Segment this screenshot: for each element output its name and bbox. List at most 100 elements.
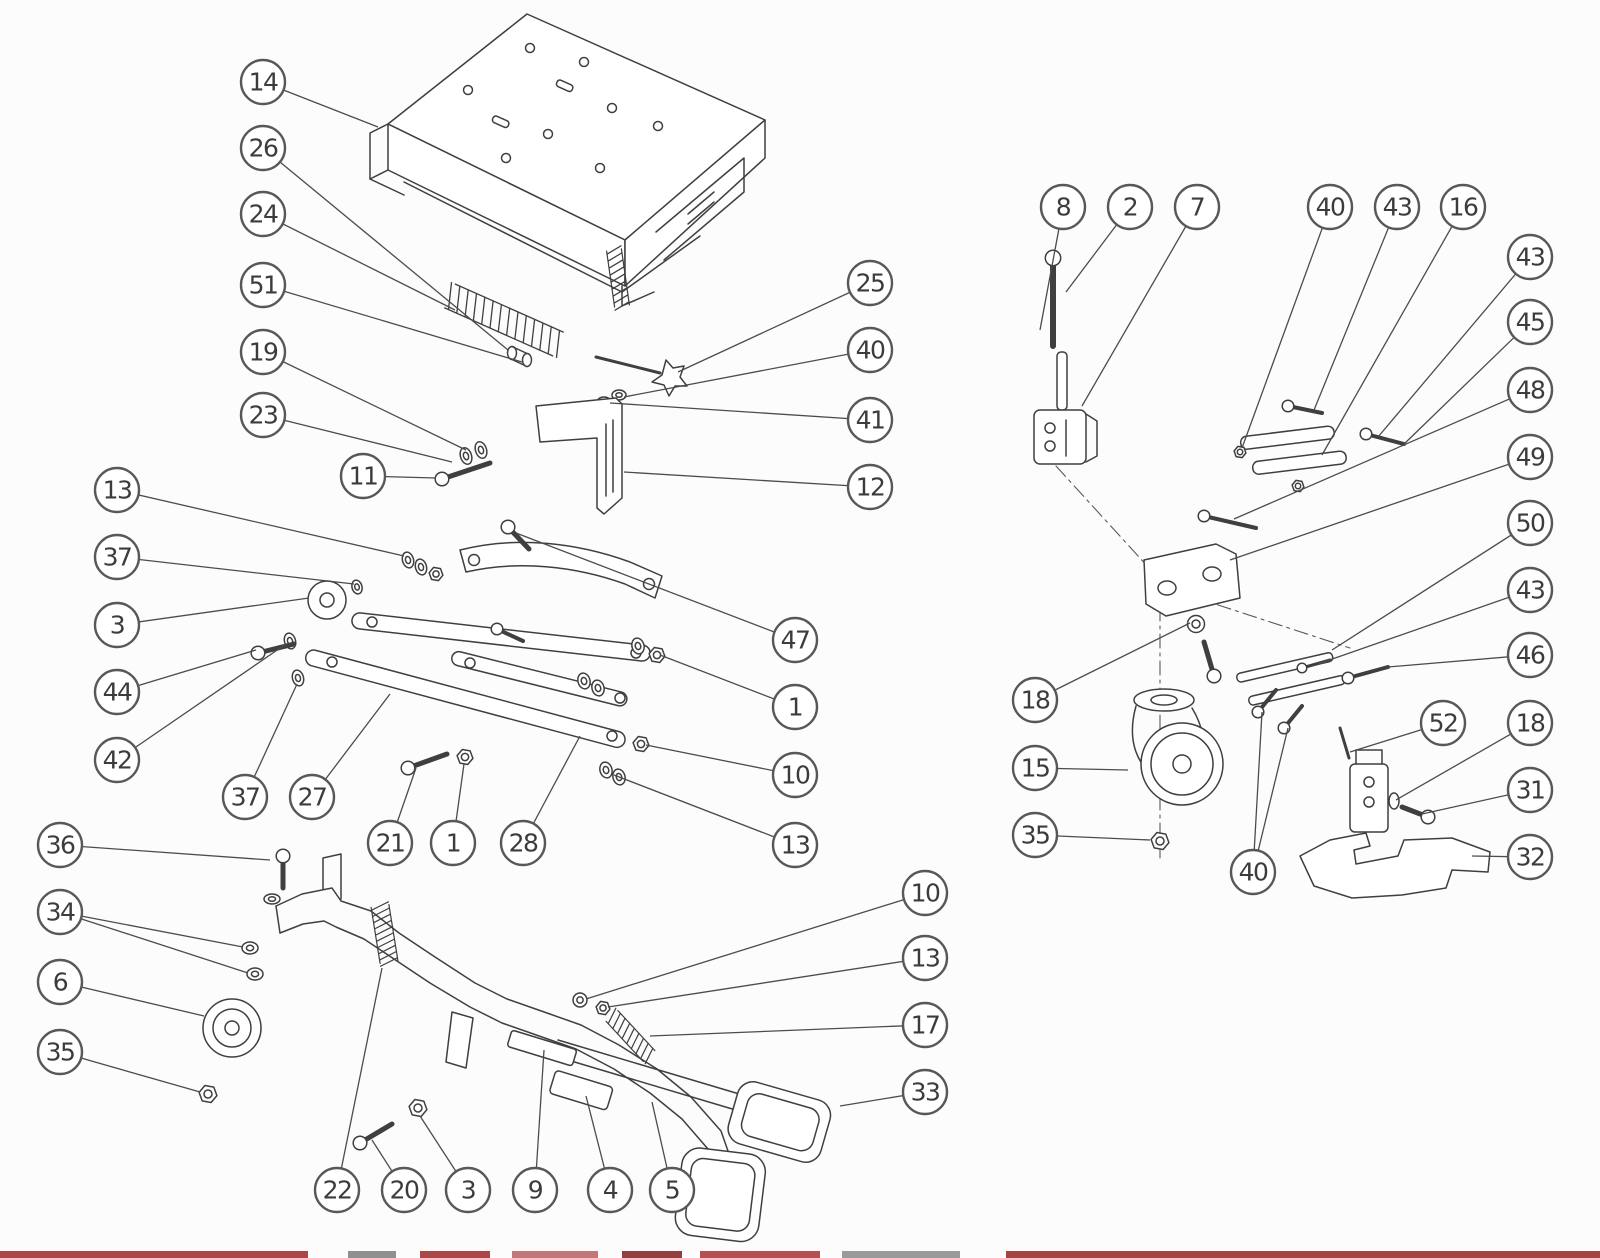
callout-balloon: 3: [444, 1166, 492, 1214]
svg-text:8: 8: [1056, 193, 1071, 222]
callout-balloon: 14: [239, 58, 287, 106]
svg-text:2: 2: [1123, 193, 1137, 222]
svg-text:42: 42: [103, 746, 132, 775]
bolt-art: [1281, 399, 1324, 415]
svg-text:4: 4: [603, 1176, 618, 1205]
nut-art: [428, 566, 444, 582]
washer-art: [599, 761, 613, 779]
callout-balloon: 37: [221, 773, 269, 821]
bolt-art: [250, 641, 297, 661]
callout-balloon: 23: [239, 391, 287, 439]
callout-balloon: 3: [93, 601, 141, 649]
leader-lines: [59, 81, 1531, 1191]
callout-balloon: 33: [901, 1068, 949, 1116]
callout-balloon: 43: [1373, 183, 1421, 231]
bolt-art: [1201, 639, 1222, 684]
callout-balloon: 12: [846, 463, 894, 511]
svg-text:20: 20: [390, 1176, 419, 1205]
bolt-art: [500, 519, 532, 552]
callout-balloon: 1: [429, 819, 477, 867]
svg-text:14: 14: [249, 68, 278, 97]
svg-text:23: 23: [249, 401, 278, 430]
nut-art: [456, 748, 474, 766]
svg-text:1: 1: [788, 693, 802, 722]
callout-balloon: 7: [1173, 183, 1221, 231]
callout-balloon: 40: [846, 326, 894, 374]
nut-art: [648, 646, 666, 664]
svg-text:36: 36: [46, 831, 75, 860]
callout-balloon: 18: [1506, 699, 1554, 747]
callout-balloon: 20: [380, 1166, 428, 1214]
svg-text:9: 9: [528, 1176, 543, 1205]
svg-text:33: 33: [911, 1078, 940, 1107]
callout-balloon: 34: [36, 888, 84, 936]
bolt-art: [1044, 249, 1062, 349]
svg-text:35: 35: [1021, 821, 1050, 850]
callout-balloon: 43: [1506, 566, 1554, 614]
callout-balloon: 52: [1419, 699, 1467, 747]
callout-balloon: 40: [1229, 848, 1277, 896]
callout-balloon: 19: [239, 328, 287, 376]
bolt-art: [1341, 665, 1390, 685]
svg-text:16: 16: [1449, 193, 1478, 222]
washer-art: [401, 551, 415, 569]
washer-art: [291, 669, 305, 687]
callout-balloon: 2: [1106, 183, 1154, 231]
callout-balloon: 37: [93, 533, 141, 581]
svg-text:17: 17: [911, 1011, 940, 1040]
washer-art: [246, 967, 264, 981]
svg-text:28: 28: [509, 829, 538, 858]
washer-art: [459, 446, 473, 466]
svg-text:26: 26: [249, 134, 278, 163]
washer-art: [572, 992, 588, 1008]
svg-text:21: 21: [376, 829, 405, 858]
bolt-art: [352, 1121, 395, 1151]
footer-color-strip: [0, 1251, 1600, 1258]
callout-balloon: 16: [1439, 183, 1487, 231]
svg-text:46: 46: [1516, 641, 1545, 670]
callout-balloon: 46: [1506, 631, 1554, 679]
svg-text:40: 40: [856, 336, 885, 365]
callout-balloon: 24: [239, 190, 287, 238]
nut-art: [632, 735, 650, 753]
nut-art: [198, 1084, 218, 1104]
svg-text:15: 15: [1021, 754, 1050, 783]
svg-text:40: 40: [1239, 858, 1268, 887]
callout-balloon: 18: [1011, 676, 1059, 724]
svg-text:1: 1: [446, 829, 460, 858]
svg-text:50: 50: [1516, 509, 1545, 538]
callout-balloon: 5: [648, 1166, 696, 1214]
callout-balloon: 10: [901, 869, 949, 917]
bolt-art: [1277, 704, 1304, 735]
pedal-assembly-art: [202, 853, 832, 1243]
callout-balloon: 32: [1506, 833, 1554, 881]
suspension-spring-art: [444, 281, 564, 359]
bolt-art: [1359, 427, 1406, 446]
bolt-art: [400, 751, 450, 776]
svg-text:43: 43: [1516, 243, 1545, 272]
bolt-art: [490, 622, 525, 643]
callout-balloon: 47: [771, 616, 819, 664]
callout-balloon: 15: [1011, 744, 1059, 792]
footer-strip-segment: [700, 1251, 820, 1258]
footer-strip-segment: [1006, 1251, 1600, 1258]
nut-art: [1150, 831, 1170, 851]
svg-text:32: 32: [1516, 843, 1545, 872]
nut-art: [1233, 445, 1247, 459]
svg-text:10: 10: [781, 761, 810, 790]
washer-art: [414, 558, 428, 576]
callout-balloon: 6: [36, 958, 84, 1006]
plate-spring-art: [605, 245, 631, 311]
callout-balloon: 31: [1506, 766, 1554, 814]
svg-text:18: 18: [1516, 709, 1545, 738]
svg-text:47: 47: [781, 626, 810, 655]
svg-text:3: 3: [461, 1176, 475, 1205]
footer-strip-segment: [420, 1251, 490, 1258]
callout-balloon: 44: [93, 668, 141, 716]
callout-balloon: 13: [771, 821, 819, 869]
callout-balloon: 8: [1039, 183, 1087, 231]
callout-balloon: 26: [239, 124, 287, 172]
callout-balloon: 9: [511, 1166, 559, 1214]
washer-art: [474, 440, 488, 460]
svg-text:31: 31: [1516, 776, 1545, 805]
